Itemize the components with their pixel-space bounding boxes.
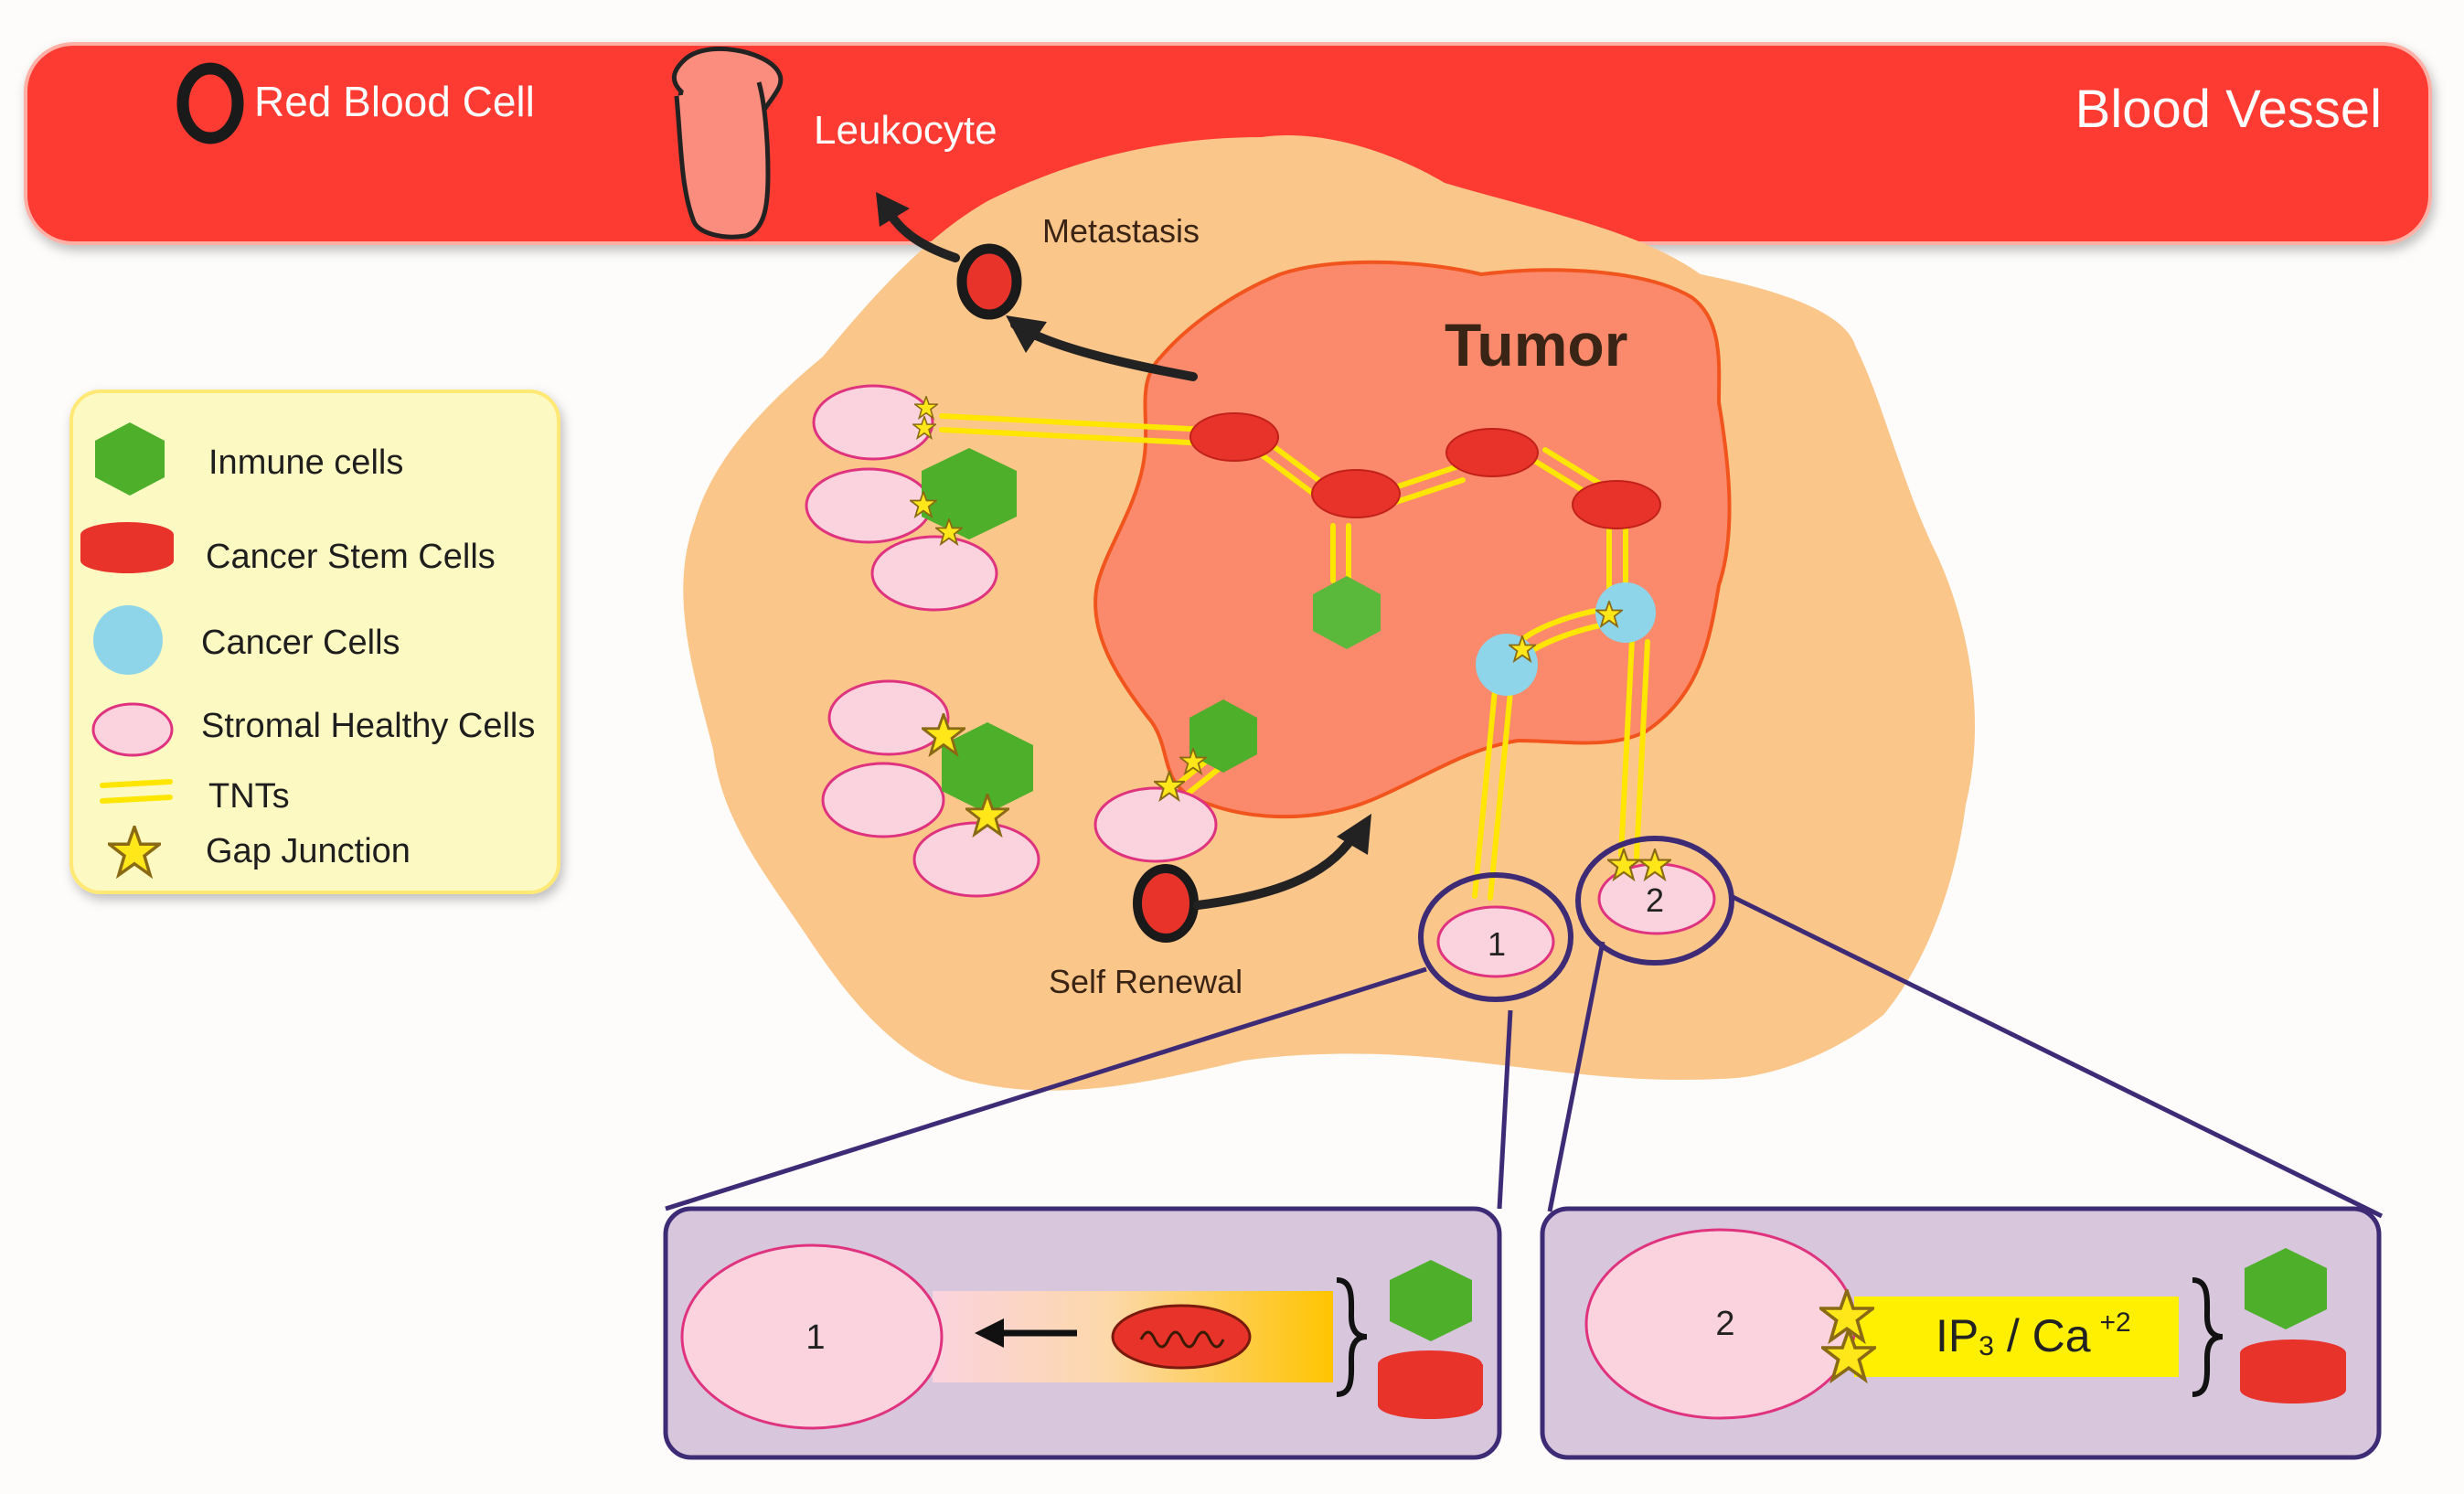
- signal-ca: / Ca: [1994, 1310, 2091, 1361]
- cancer-stem-cell: [1572, 480, 1661, 529]
- signal-main: IP: [1936, 1310, 1979, 1361]
- self-renewal-arrow: [1193, 832, 1358, 910]
- signal-superscript: +2: [2100, 1307, 2131, 1338]
- leukocyte-tail: [674, 81, 771, 240]
- self-renewal-arrowhead: [1337, 814, 1371, 855]
- metastasis-process: Metastasis: [876, 192, 1200, 381]
- tnt-network: [939, 413, 1650, 901]
- zoom-marker-label: 1: [1488, 925, 1506, 963]
- cancer-stem-cell-icon: [80, 522, 174, 573]
- immune-cell: [1189, 699, 1257, 773]
- stromal-cell-icon: [91, 702, 174, 757]
- signal-label: IP3 / Ca +2: [1936, 1307, 2131, 1361]
- red-blood-cell-label: Red Blood Cell: [254, 78, 535, 125]
- tumor-label: Tumor: [1445, 311, 1627, 379]
- cancer-cell: [1476, 634, 1538, 696]
- zoom-circle: [1575, 836, 1734, 966]
- zoom-circle: [1418, 872, 1573, 1002]
- cancer-cells: [1476, 582, 1656, 696]
- zoom-marker-1: 1: [1418, 872, 1573, 1002]
- stromal-cell: [912, 821, 1040, 898]
- panel-cell-label: 1: [805, 1318, 825, 1357]
- cancer-stem-cell: [1189, 412, 1279, 462]
- legend-box: [69, 390, 560, 894]
- immune-cell: [922, 448, 1017, 539]
- stromal-cell: [870, 535, 998, 612]
- blood-vessel-title: Blood Vessel: [2075, 80, 2382, 139]
- grouping-brace: [1336, 1277, 1368, 1397]
- legend-label: Stromal Healthy Cells: [201, 707, 535, 745]
- signal-subscript: 3: [1979, 1331, 1994, 1361]
- stromal-cell: [680, 1243, 944, 1430]
- immune-cell-hexagon-icon: [95, 422, 165, 496]
- cancer-stem-cell: [1311, 469, 1401, 518]
- stromal-cell: [827, 679, 950, 756]
- red-blood-cell-icon: [1133, 864, 1199, 943]
- red-blood-cell-icon: [176, 62, 244, 144]
- transfer-arrowhead: [975, 1318, 1004, 1348]
- metastasis-label: Metastasis: [1042, 212, 1200, 250]
- legend-label: Cancer Cells: [201, 624, 400, 662]
- immune-cell-icon: [1390, 1260, 1472, 1341]
- stromal-cell-tumor-contact: [1093, 699, 1257, 863]
- self-renewal-process: Self Renewal: [1049, 814, 1371, 1000]
- zoom-connectors: [665, 893, 2384, 1219]
- metastasis-arrowhead-vessel: [876, 192, 910, 227]
- grouping-brace: [2192, 1277, 2224, 1397]
- immune-cell: [942, 722, 1033, 814]
- cancer-stem-cell-icon: [1378, 1350, 1483, 1419]
- metastasis-arrowhead: [1006, 315, 1047, 353]
- stromal-cell-cluster-upper: [805, 384, 1017, 612]
- cancer-stem-cell-icon: [2240, 1339, 2346, 1403]
- stromal-cell: [821, 762, 945, 838]
- cancer-stem-cells: [1189, 412, 1661, 529]
- tnt-icon: [100, 779, 173, 804]
- cancer-cell-icon: [93, 605, 163, 675]
- mitochondria-crista: [1139, 1330, 1225, 1349]
- detail-panel-2: 2 IP3 / Ca +2: [1540, 1206, 2382, 1460]
- legend-label: Cancer Stem Cells: [206, 538, 496, 576]
- detail-panel-1: 1: [663, 1206, 1502, 1460]
- immune-cell-icon: [2245, 1248, 2327, 1329]
- red-blood-cell-icon: [956, 243, 1022, 320]
- panel-cell-label: 2: [1715, 1305, 1734, 1343]
- stromal-cell: [1093, 786, 1218, 863]
- zoom-marker-2: 2: [1575, 836, 1734, 966]
- stromal-cell: [805, 467, 933, 544]
- leukocyte-label: Leukocyte: [814, 108, 997, 153]
- legend-label: TNTs: [208, 777, 290, 816]
- cancer-cell: [1595, 582, 1656, 643]
- stromal-cell: [812, 384, 934, 461]
- legend-label: Gap Junction: [206, 832, 411, 870]
- legend: Inmune cells Cancer Stem Cells Cancer Ce…: [69, 390, 560, 894]
- stromal-cell: [1436, 905, 1555, 978]
- cancer-stem-cell: [1445, 428, 1539, 477]
- stromal-cell-cluster-lower: [821, 679, 1040, 898]
- zoom-marker-label: 2: [1646, 881, 1664, 919]
- legend-label: Inmune cells: [208, 443, 403, 482]
- self-renewal-label: Self Renewal: [1049, 963, 1243, 1000]
- signal-channel: [1854, 1297, 2179, 1377]
- immune-cell-in-tumor: [1313, 576, 1381, 649]
